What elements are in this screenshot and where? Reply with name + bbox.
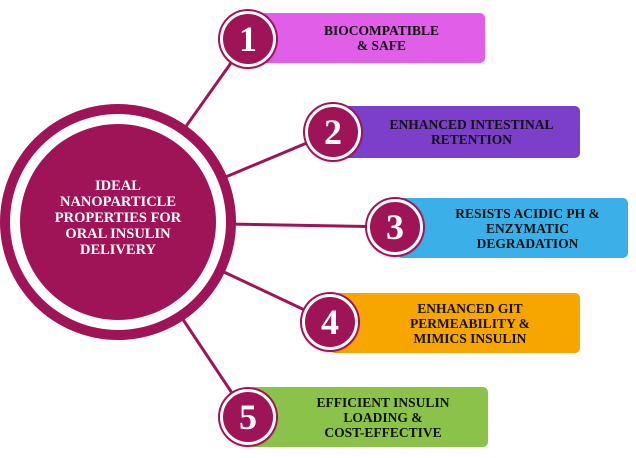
- property-text-line: LOADING &: [343, 409, 423, 425]
- center-title-line: NANOPARTICLE: [59, 194, 177, 210]
- number-badge-3: 3: [367, 199, 423, 255]
- property-text-line: ENHANCED GIT: [417, 300, 523, 316]
- property-text-line: RESISTS ACIDIC PH &: [455, 205, 600, 221]
- number-badge-1: 1: [220, 11, 276, 67]
- property-box-1: BIOCOMPATIBLE & SAFE: [248, 13, 485, 63]
- number-badge-4: 4: [302, 294, 358, 350]
- property-box-5: EFFICIENT INSULIN LOADING & COST-EFFECTI…: [248, 387, 488, 447]
- property-text-line: ENHANCED INTESTINAL: [389, 117, 554, 132]
- center-title-line: ORAL INSULIN: [65, 226, 171, 242]
- number-badge-2: 2: [305, 104, 361, 160]
- property-text-line: MIMICS INSULIN: [413, 330, 527, 346]
- property-text-line: EFFICIENT INSULIN: [316, 394, 450, 410]
- property-box-2: ENHANCED INTESTINAL RETENTION: [333, 106, 580, 158]
- center-circle-inner: [20, 124, 216, 320]
- property-text-line: COST-EFFECTIVE: [324, 424, 442, 440]
- property-text-line: BIOCOMPATIBLE: [323, 23, 439, 38]
- number-badge-5: 5: [220, 389, 276, 445]
- property-text-line: DEGRADATION: [476, 235, 579, 251]
- property-text-line: ENZYMATIC: [485, 220, 569, 236]
- property-text-line: & SAFE: [356, 38, 407, 53]
- property-text-line: PERMEABILITY &: [410, 315, 530, 331]
- property-box-3: RESISTS ACIDIC PH & ENZYMATIC DEGRADATIO…: [397, 198, 628, 258]
- center-title-line: DELIVERY: [79, 242, 157, 258]
- property-box-4: ENHANCED GIT PERMEABILITY & MIMICS INSUL…: [330, 293, 580, 353]
- center-title-line: PROPERTIES FOR: [54, 210, 182, 226]
- center-title: IDEAL NANOPARTICLE PROPERTIES FOR ORAL I…: [38, 178, 198, 258]
- center-title-line: IDEAL: [95, 178, 141, 194]
- property-text-line: RETENTION: [430, 132, 512, 147]
